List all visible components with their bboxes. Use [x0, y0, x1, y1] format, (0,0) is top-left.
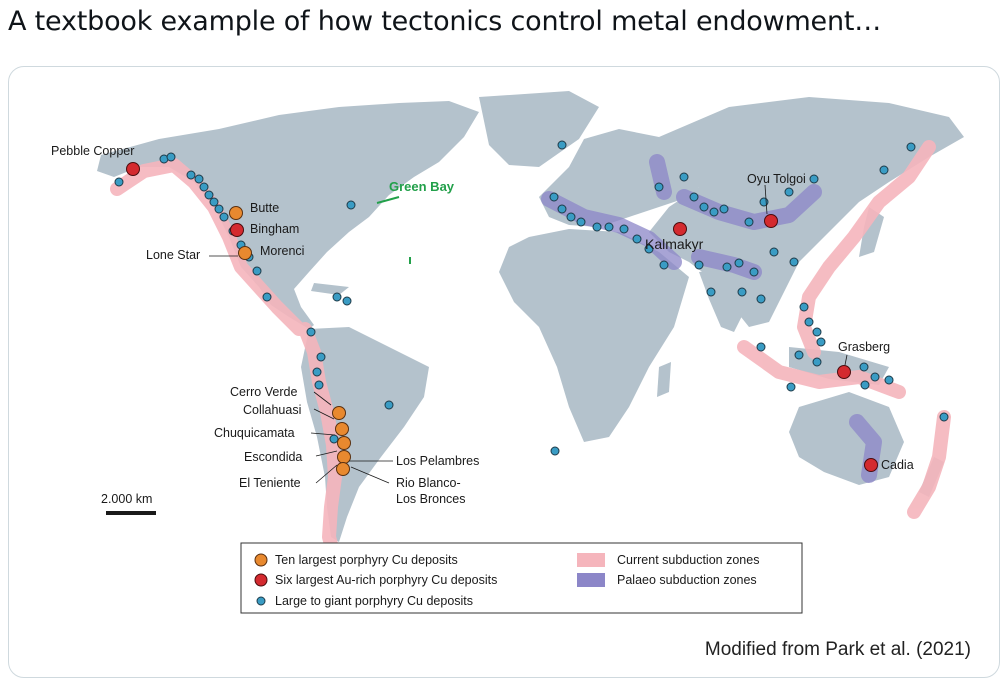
- label-los-pelambres: Los Pelambres: [396, 454, 479, 468]
- palaeo-tethyan: [541, 191, 682, 270]
- label-collahuasi: Collahuasi: [243, 403, 301, 417]
- africa: [499, 229, 689, 442]
- legend-red-label: Six largest Au-rich porphyry Cu deposits: [275, 573, 497, 587]
- label-grasberg: Grasberg: [838, 340, 890, 354]
- europe: [539, 129, 709, 227]
- legend: Ten largest porphyry Cu deposits Six lar…: [240, 542, 803, 614]
- label-oyu-tolgoi: Oyu Tolgoi: [747, 172, 806, 186]
- subduction-indonesia: [737, 340, 906, 399]
- leader-lines: [209, 184, 848, 484]
- subduction-andes: [298, 322, 342, 566]
- label-rio-blanco-line1: Rio Blanco-: [396, 476, 461, 490]
- legend-palaeo-swatch: [577, 573, 605, 587]
- label-rio-blanco-line2: Los Bronces: [396, 492, 465, 506]
- map-image-card[interactable]: Green Bay Pebble Copper Butte Bingham Lo…: [8, 66, 1000, 678]
- scale-bar: [106, 511, 156, 515]
- india: [699, 267, 754, 332]
- legend-blue-label: Large to giant porphyry Cu deposits: [275, 594, 473, 608]
- label-pebble-copper: Pebble Copper: [51, 144, 134, 158]
- madagascar: [657, 362, 671, 397]
- label-butte: Butte: [250, 201, 279, 215]
- legend-orange-label: Ten largest porphyry Cu deposits: [275, 553, 458, 567]
- label-bingham: Bingham: [250, 222, 299, 236]
- greenland: [479, 91, 599, 167]
- caribbean: [311, 283, 349, 295]
- label-escondida: Escondida: [244, 450, 302, 464]
- palaeo-tarim: [691, 249, 762, 280]
- label-kalmakyr: Kalmakyr: [645, 236, 704, 252]
- orange-deposits: [229, 206, 351, 476]
- label-morenci: Morenci: [260, 244, 304, 258]
- post-text: A textbook example of how tectonics cont…: [8, 6, 882, 37]
- legend-current-swatch: [577, 553, 605, 567]
- legend-current-label: Current subduction zones: [617, 553, 759, 567]
- label-cerro-verde: Cerro Verde: [230, 385, 297, 399]
- image-credit: Modified from Park et al. (2021): [704, 639, 971, 660]
- japan: [859, 207, 884, 257]
- legend-orange-swatch: [254, 553, 268, 567]
- label-el-teniente: El Teniente: [239, 476, 301, 490]
- world-map: Green Bay Pebble Copper Butte Bingham Lo…: [51, 91, 964, 614]
- legend-red-swatch: [254, 573, 268, 587]
- red-deposits: [126, 162, 878, 472]
- landmasses: [97, 91, 964, 542]
- north-america: [97, 101, 479, 329]
- subduction-tonga: [907, 410, 951, 519]
- legend-palaeo-label: Palaeo subduction zones: [617, 573, 757, 587]
- green-bay-annotation: Green Bay: [389, 179, 455, 194]
- label-cadia: Cadia: [881, 458, 914, 472]
- label-lone-star: Lone Star: [146, 248, 200, 262]
- legend-box: [240, 542, 803, 614]
- label-chuquicamata: Chuquicamata: [214, 426, 295, 440]
- scale-bar-label: 2.000 km: [101, 492, 152, 506]
- green-annotation-mark: [376, 196, 400, 204]
- legend-blue-swatch: [256, 596, 266, 606]
